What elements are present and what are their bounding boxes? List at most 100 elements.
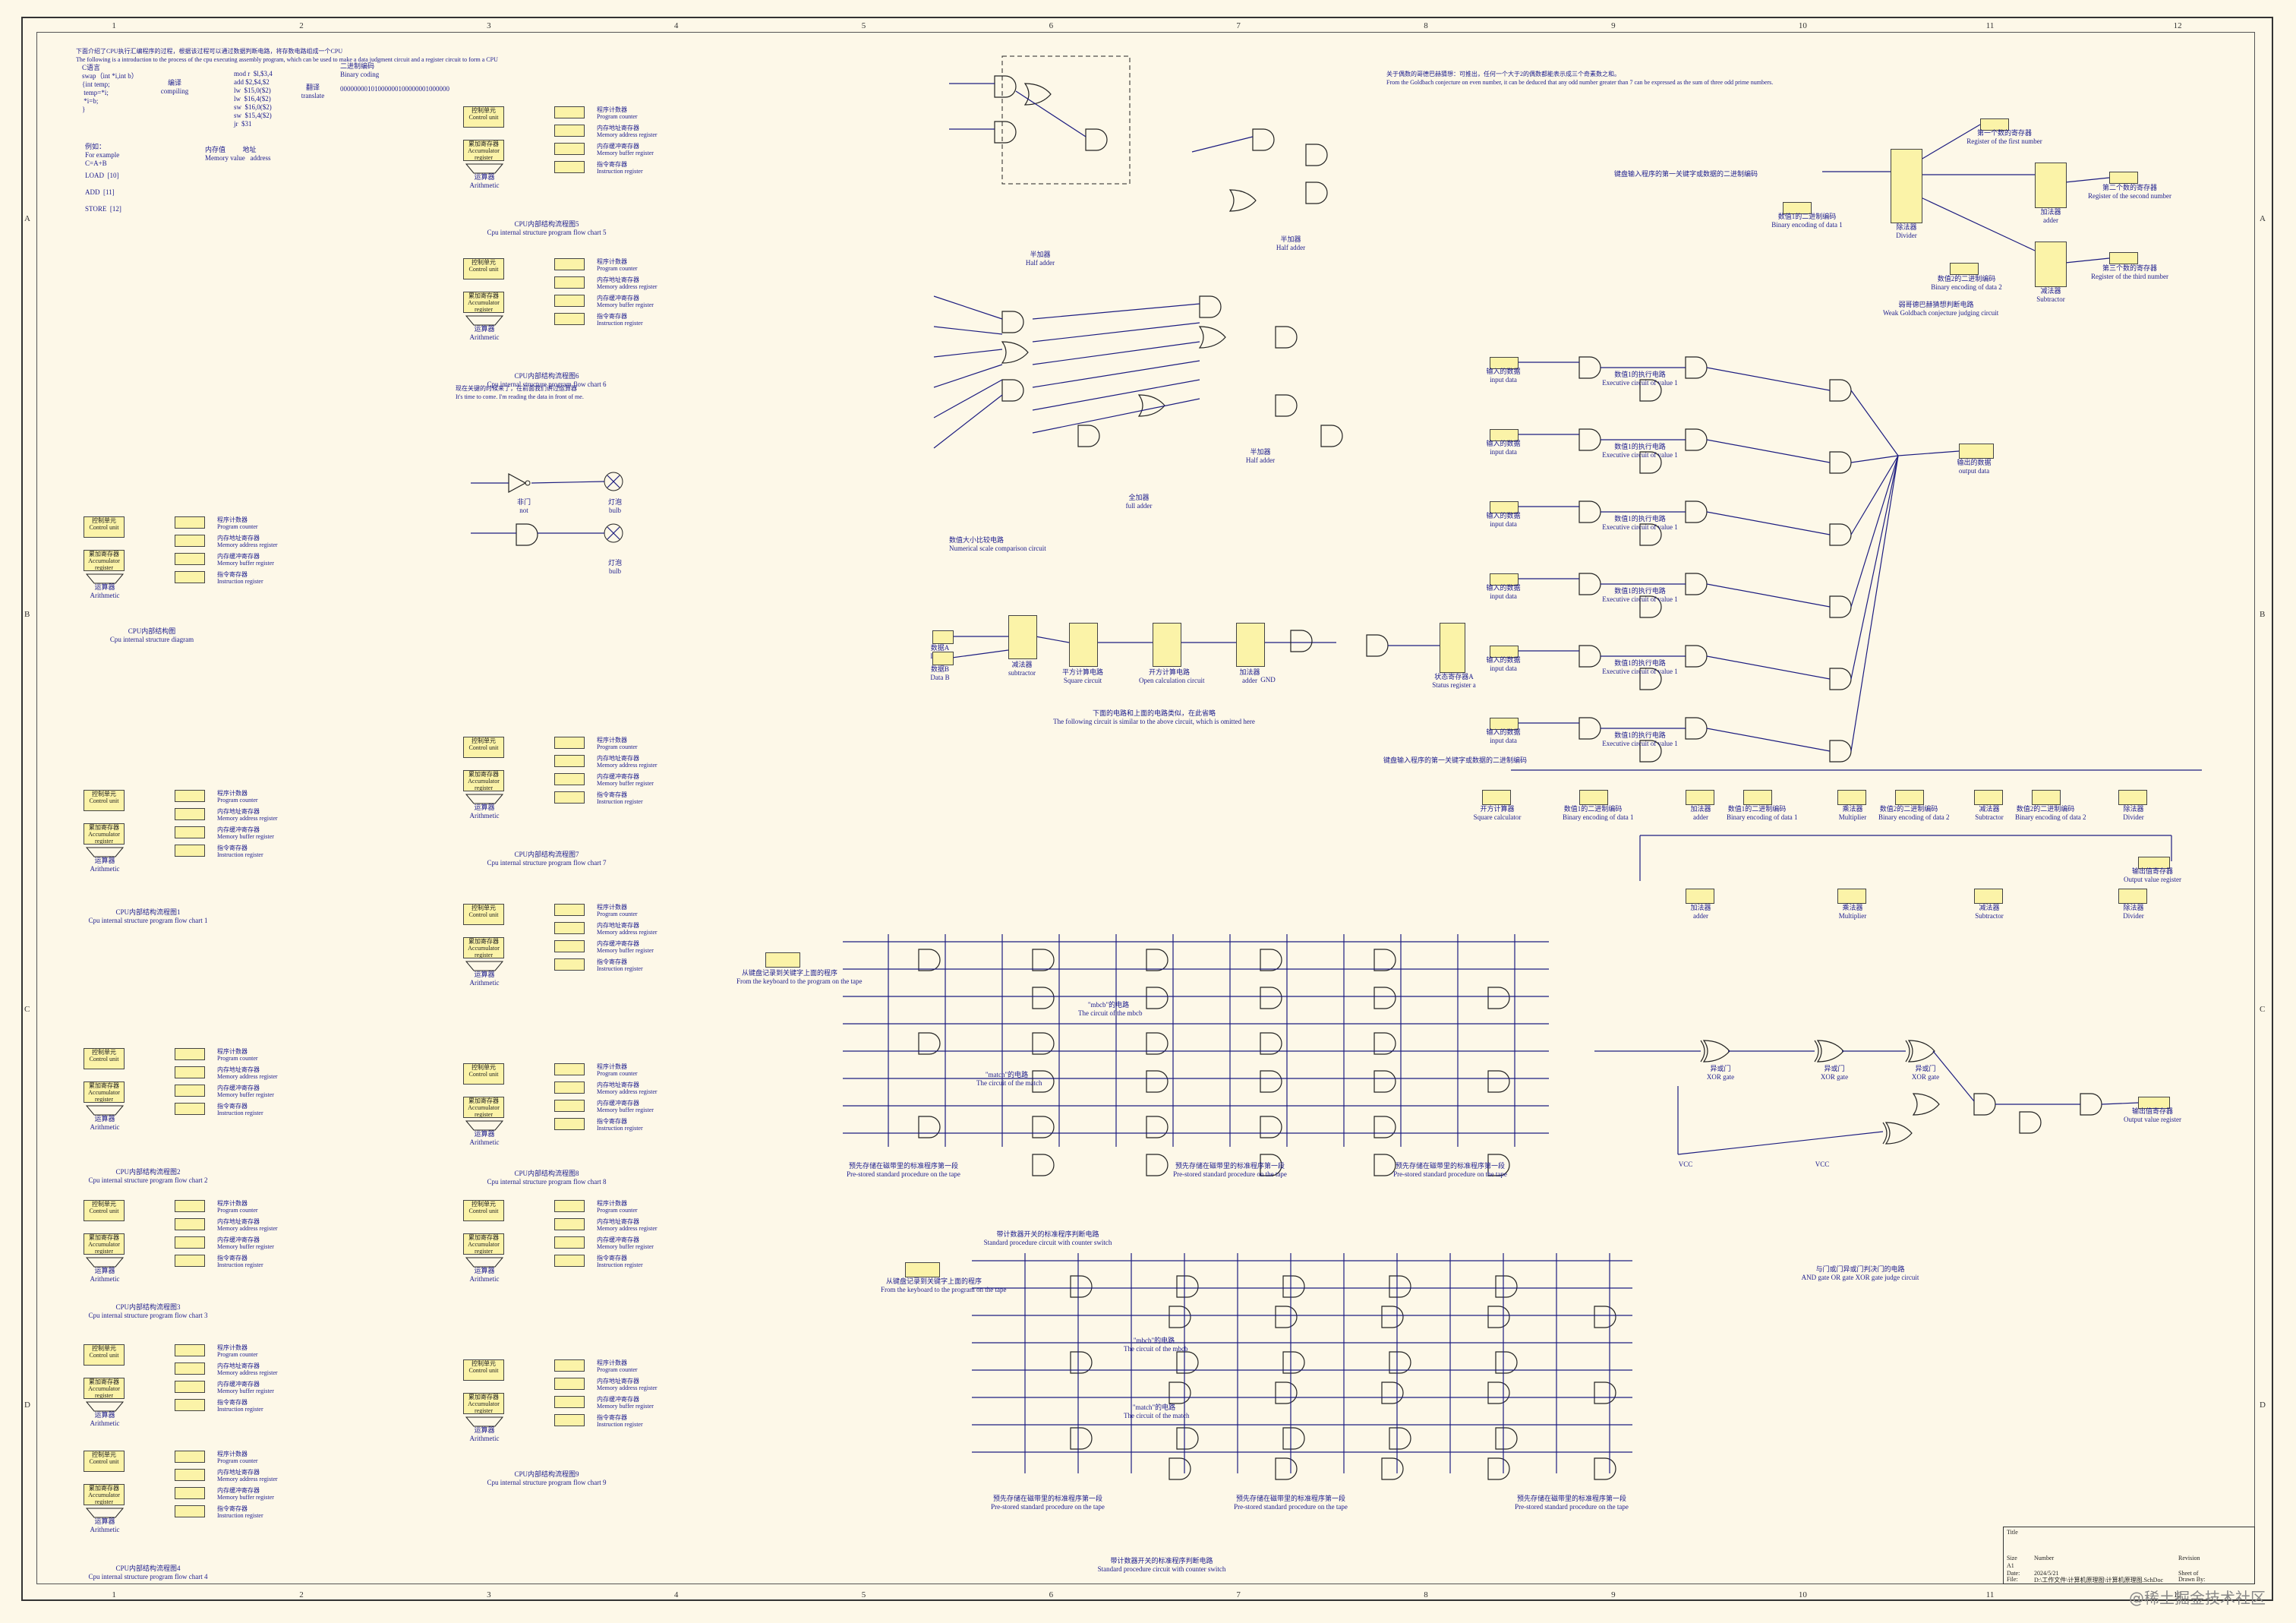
flow2-caption: CPU内部结构流程图2 Cpu internal structure progr… <box>88 1168 208 1184</box>
right-subtractor-box <box>2035 242 2067 287</box>
and-gate-icon <box>1973 1093 1996 1116</box>
exec-circuit-label: 数值1的执行电路 Executive circuit of value 1 <box>1602 371 1678 387</box>
and-gate-icon <box>1381 1306 1404 1328</box>
output-reg-label: 输出值寄存器 Output value register <box>2124 867 2181 883</box>
and-or-xor-caption: 与门或门异或门判决门的电路 AND gate OR gate XOR gate … <box>1801 1265 1919 1281</box>
xor-label-2: 异或门 XOR gate <box>1820 1065 1849 1081</box>
omitted-caption: 下面的电路和上面的电路类似，在此省略 The following circuit… <box>1053 709 1255 725</box>
divider-label: 除法器 Divider <box>2123 805 2144 821</box>
alu-icon <box>465 163 504 174</box>
wire <box>933 295 1003 320</box>
input-data-label: 输入的数据 input data <box>1486 368 1521 384</box>
wire <box>1706 583 1831 608</box>
xor-label-1: 异或门 XOR gate <box>1706 1065 1735 1081</box>
ruler-row-D: D <box>2260 1400 2266 1410</box>
and-gate-icon <box>918 1116 941 1138</box>
ir-register-box <box>175 1505 205 1517</box>
ir-register-label: 指令寄存器 Instruction register <box>217 1103 263 1116</box>
wire <box>1850 455 1899 752</box>
pc-register-box <box>175 1451 205 1463</box>
full-adder-caption: 全加器 full adder <box>1125 494 1153 510</box>
accumulator-box: 累加寄存器 Accumulator register <box>84 823 125 845</box>
and-gate-icon <box>516 523 538 546</box>
reg1-label: 第一个数的寄存器 Register of the first number <box>1966 129 2042 145</box>
mid-flow5-caption: CPU内部结构流程图5 Cpu internal structure progr… <box>487 220 607 236</box>
and-gate-icon <box>1374 987 1396 1009</box>
intro-text: 下面介绍了CPU执行汇编程序的过程，根据该过程可以通过数据判断电路，将存数电路组… <box>76 48 498 63</box>
ruler-col-6: 6 <box>1049 21 1054 30</box>
ir-register-box <box>175 571 205 583</box>
control-unit-box: 控制单元 Control unit <box>84 1200 125 1221</box>
exec-circuit-label: 数值1的执行电路 Executive circuit of value 1 <box>1602 587 1678 603</box>
and-gate-icon <box>918 949 941 971</box>
ruler-col-3: 3 <box>487 21 491 30</box>
ruler-col-7: 7 <box>1236 21 1241 30</box>
ir-register-label: 指令寄存器 Instruction register <box>597 1255 643 1268</box>
mar-register-box <box>554 1378 585 1390</box>
mar-register-label: 内存地址寄存器 Memory address register <box>597 125 658 138</box>
control-unit-box: 控制单元 Control unit <box>463 1063 504 1085</box>
output-reg-box <box>2138 857 2170 869</box>
and-gate-icon <box>1389 1427 1411 1450</box>
alu-label: 运算器 Arithmetic <box>469 1426 500 1442</box>
mbr-register-box <box>175 826 205 838</box>
mbr-register-box <box>554 295 585 307</box>
mid-note: 现在关键的时候来了，在前面我们讲过运算器 It's time to come. … <box>456 385 584 400</box>
subtractor-label: 减法器 subtractor <box>1008 661 1036 677</box>
match-label-2: "match"的电路 The circuit of the match <box>1124 1404 1190 1419</box>
counter-caption-2: 带计数器开关的标准程序判断电路 Standard procedure circu… <box>1097 1557 1226 1573</box>
alu-label: 运算器 Arithmetic <box>469 325 500 341</box>
wire <box>1677 1131 1884 1155</box>
ir-register-label: 指令寄存器 Instruction register <box>597 958 643 972</box>
wire <box>1015 90 1086 137</box>
or-gate-icon <box>1907 1040 1935 1063</box>
vcc-label-2: VCC <box>1678 1160 1693 1168</box>
and-gate-icon <box>1032 1032 1055 1055</box>
bin1-label: 数值1的二进制编码 Binary encoding of data 1 <box>1771 213 1843 229</box>
wire <box>2101 1102 2139 1105</box>
mbr-register-label: 内存缓冲寄存器 Memory buffer register <box>217 1085 274 1098</box>
alu-label: 运算器 Arithmetic <box>469 1267 500 1283</box>
or-gate-icon <box>1137 394 1165 417</box>
wire <box>1032 379 1200 411</box>
and-gate-icon <box>1381 1457 1404 1480</box>
and-gate-icon <box>1829 451 1852 474</box>
and-gate-icon <box>1685 717 1708 740</box>
watermark: @稀土掘金技术社区 <box>2129 1589 2266 1607</box>
pc-register-box <box>554 904 585 916</box>
input-data-label: 输入的数据 input data <box>1486 584 1521 600</box>
input-data-box <box>1490 501 1519 513</box>
or-gate-icon <box>1884 1122 1913 1145</box>
std-input-label-2: 预先存储在磁带里的标准程序第一段 Pre-stored standard pro… <box>1173 1162 1287 1178</box>
binary-data-label: 数值2的二进制编码 Binary encoding of data 2 <box>2015 805 2086 821</box>
and-gate-icon <box>1168 1381 1191 1404</box>
ir-register-label: 指令寄存器 Instruction register <box>217 571 263 585</box>
and-gate-icon <box>1199 295 1222 318</box>
mbr-register-label: 内存缓冲寄存器 Memory buffer register <box>217 1381 274 1394</box>
pc-register-box <box>554 1063 585 1075</box>
input-data-box <box>1490 357 1519 369</box>
adder-box <box>1686 889 1714 904</box>
and-gate-icon <box>1001 379 1024 402</box>
ruler-col-9: 9 <box>1611 21 1616 30</box>
ir-register-box <box>175 845 205 857</box>
wire <box>1897 450 1960 456</box>
ir-register-label: 指令寄存器 Instruction register <box>597 1414 643 1428</box>
title-block: Title Size A1 Number Revision Date: 2024… <box>2003 1527 2255 1584</box>
and-gate-icon <box>1578 573 1601 595</box>
alu-icon <box>85 573 125 584</box>
accumulator-box: 累加寄存器 Accumulator register <box>84 1233 125 1255</box>
not-gate-icon <box>508 472 527 494</box>
tb-size-val: A1 <box>2007 1562 2014 1569</box>
mbr-register-box <box>175 1236 205 1249</box>
wire <box>1706 728 1831 752</box>
mbr-register-box <box>175 1381 205 1393</box>
pc-register-label: 程序计数器 Program counter <box>217 1200 258 1214</box>
pc-register-label: 程序计数器 Program counter <box>597 904 638 917</box>
divider-box <box>2118 889 2147 904</box>
pc-register-label: 程序计数器 Program counter <box>217 1344 258 1358</box>
and-gate-icon <box>1578 500 1601 523</box>
kb-input-label-2: 从键盘记录到关键字上面的程序 From the keyboard to the … <box>881 1277 1007 1293</box>
right-adder-box <box>2035 163 2067 208</box>
ir-register-box <box>554 1255 585 1267</box>
